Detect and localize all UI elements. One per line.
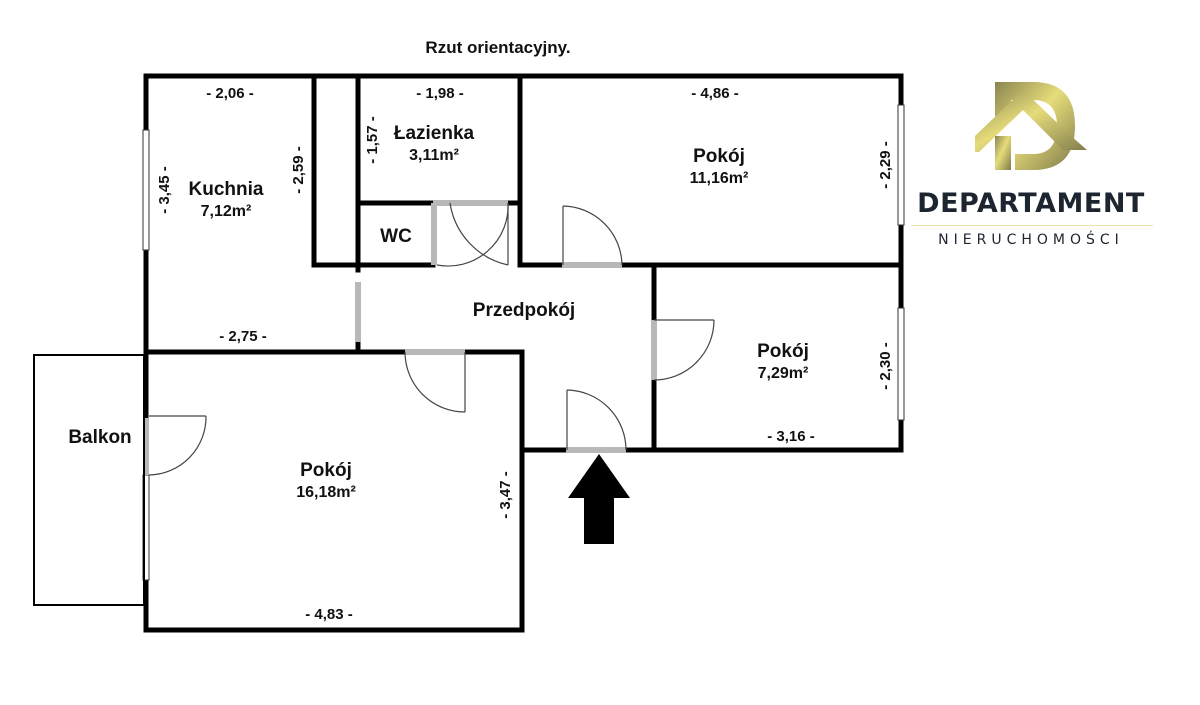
dim-kuchnia-width: - 2,06 - (206, 85, 254, 102)
door-swing (436, 202, 509, 267)
dim-pokoj-mid-width: - 3,16 - (767, 428, 815, 445)
door-frame (405, 349, 465, 355)
door-swing (566, 389, 627, 451)
door-swing (449, 202, 509, 266)
dim-pokoj-big-width: - 4,83 - (305, 606, 353, 623)
door-frame (433, 200, 508, 206)
dim-kuchnia-inner: - 2,59 - (290, 146, 307, 194)
entrance-arrow-icon (568, 454, 630, 544)
door-frame (355, 282, 361, 342)
door-openings (143, 200, 657, 475)
door-swings (148, 202, 715, 476)
balcony-outline (33, 354, 145, 606)
house-d-logo-icon (975, 82, 1087, 170)
room-area-pokoj-top: 11,16m² (690, 170, 749, 187)
brand-divider (911, 225, 1153, 226)
door-frame (566, 447, 626, 453)
dim-pokoj-top-height: - 2,29 - (877, 141, 894, 189)
room-name-przedpokoj: Przedpokój (473, 300, 575, 321)
dim-kuchnia-bottom: - 2,75 - (219, 328, 267, 345)
door-frame (651, 320, 657, 380)
door-swing (653, 319, 715, 381)
door-frame (562, 262, 622, 268)
door-swing (562, 205, 623, 266)
dim-pokoj-top-width: - 4,86 - (691, 85, 739, 102)
windows (142, 104, 905, 581)
room-name-kuchnia: Kuchnia (189, 179, 264, 200)
room-name-balkon: Balkon (68, 427, 131, 448)
brand-name: DEPARTAMENT (917, 188, 1145, 219)
door-swing (148, 415, 207, 476)
window (142, 129, 150, 251)
room-name-pokoj-mid: Pokój (757, 341, 809, 362)
room-name-wc: WC (380, 226, 412, 247)
room-area-lazienka: 3,11m² (409, 147, 459, 164)
door-frame (143, 418, 149, 475)
dim-lazienka-width: - 1,98 - (416, 85, 464, 102)
room-area-kuchnia: 7,12m² (201, 203, 252, 220)
walls (143, 73, 904, 633)
door-swing (404, 351, 466, 413)
room-name-pokoj-top: Pokój (693, 146, 745, 167)
room-area-pokoj-mid: 7,29m² (758, 365, 809, 382)
room-area-pokoj-big: 16,18m² (296, 484, 356, 501)
window (897, 104, 905, 226)
plan-title: Rzut orientacyjny. (425, 38, 570, 57)
brand-logo: DEPARTAMENT NIERUCHOMOŚCI (905, 70, 1165, 260)
room-name-lazienka: Łazienka (394, 123, 475, 144)
dim-pokoj-mid-height: - 2,30 - (877, 342, 894, 390)
window (897, 307, 905, 421)
door-frame (431, 203, 437, 265)
dim-lazienka-height: - 1,57 - (364, 116, 381, 164)
dim-kuchnia-height: - 3,45 - (156, 166, 173, 214)
room-name-pokoj-big: Pokój (300, 460, 352, 481)
brand-subtitle: NIERUCHOMOŚCI (938, 232, 1124, 248)
dim-pokoj-big-height: - 3,47 - (497, 471, 514, 519)
